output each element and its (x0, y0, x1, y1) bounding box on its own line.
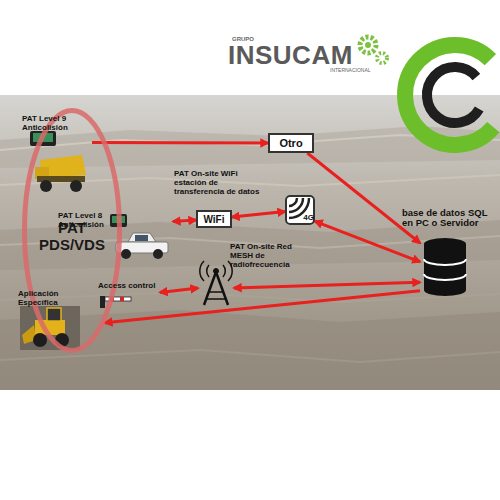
gear-logo (365, 42, 371, 48)
radio-tower (209, 291, 223, 293)
c-logo (405, 45, 493, 145)
database-icon (424, 259, 466, 265)
c-logo (405, 45, 493, 145)
radio-tower (214, 269, 219, 274)
barrier-icon (100, 296, 105, 308)
database-icon (424, 244, 466, 290)
connector-arrow (307, 153, 420, 243)
signal-icon (289, 198, 303, 212)
signal-icon (285, 195, 315, 225)
connector-arrow (160, 288, 198, 292)
loader-photo (47, 308, 61, 321)
gear-logo (377, 53, 387, 63)
haul-truck (40, 180, 52, 192)
node-label: PAT Level 8 Anticolisión (58, 212, 113, 230)
icon-label: 4G (298, 214, 314, 223)
pickup-truck (153, 249, 163, 259)
pickup-truck (116, 233, 168, 259)
node-heading: base de datos SQL en PC o Servidor (402, 208, 500, 229)
haul-truck (70, 180, 82, 192)
node-label: Access control (98, 282, 160, 291)
node-heading: PAT On-site Red MESH de radiofrecuencia (230, 243, 308, 269)
gear-logo (360, 37, 387, 63)
barrier-icon (100, 296, 131, 308)
mine-photo (0, 292, 500, 302)
connector-arrow (105, 291, 420, 323)
pickup-truck (135, 235, 148, 241)
database-node: base de datos SQL en PC o Servidor (420, 238, 468, 293)
process-box: Otro (268, 133, 314, 153)
box-label: Otro (270, 135, 312, 151)
vehicle-node: PAT Level 8 Anticolisión (58, 212, 173, 262)
access-node: Access control (98, 282, 160, 310)
signal-icon (289, 198, 297, 206)
database-icon (424, 238, 466, 296)
box-label: WiFi (198, 212, 230, 226)
c-logo (427, 67, 479, 123)
database-icon (424, 238, 466, 250)
signal-node: 4G (285, 195, 315, 225)
logo-wordmark: INSUCAM (228, 42, 353, 68)
gear-logo (360, 37, 376, 53)
logo-small-text: INTERNACIONAL (330, 68, 371, 73)
loader-photo (20, 306, 80, 350)
connector-arrow (92, 141, 268, 144)
node-label: PAT Level 9 Anticolisión (22, 115, 82, 133)
barrier-icon (120, 297, 124, 301)
radio-tower (200, 261, 204, 281)
radio-tower (204, 272, 216, 305)
pickup-truck (121, 249, 131, 259)
radio-tower (216, 272, 228, 305)
connector-arrow (234, 282, 420, 288)
radio-tower (200, 261, 232, 305)
signal-icon (285, 195, 315, 225)
pickup-truck (128, 233, 156, 242)
group-ellipse: PAT PDS/VDSPAT Level 9 AnticolisiónPAT L… (22, 108, 122, 353)
application-node: Aplicación Específica (18, 290, 83, 352)
vehicle-node: PAT Level 9 Anticolisión (22, 112, 92, 197)
loader-photo (20, 306, 80, 350)
node-heading: PAT On-site WiFi estación de transferenc… (174, 170, 266, 196)
tower-node: PAT On-site Red MESH de radiofrecuencia (198, 265, 234, 307)
radio-tower (207, 265, 209, 277)
ellipse-outline (25, 111, 120, 351)
database-icon (424, 284, 466, 296)
haul-truck (35, 155, 86, 192)
radio-tower (207, 298, 225, 300)
node-label: Aplicación Específica (18, 290, 80, 308)
loader-photo (33, 333, 47, 347)
connector-arrow (173, 220, 196, 221)
radio-tower (223, 265, 225, 277)
database-icon (424, 274, 466, 280)
connector-arrow (232, 212, 285, 218)
wifi-box: PAT On-site WiFi estación de transferenc… (196, 210, 232, 228)
